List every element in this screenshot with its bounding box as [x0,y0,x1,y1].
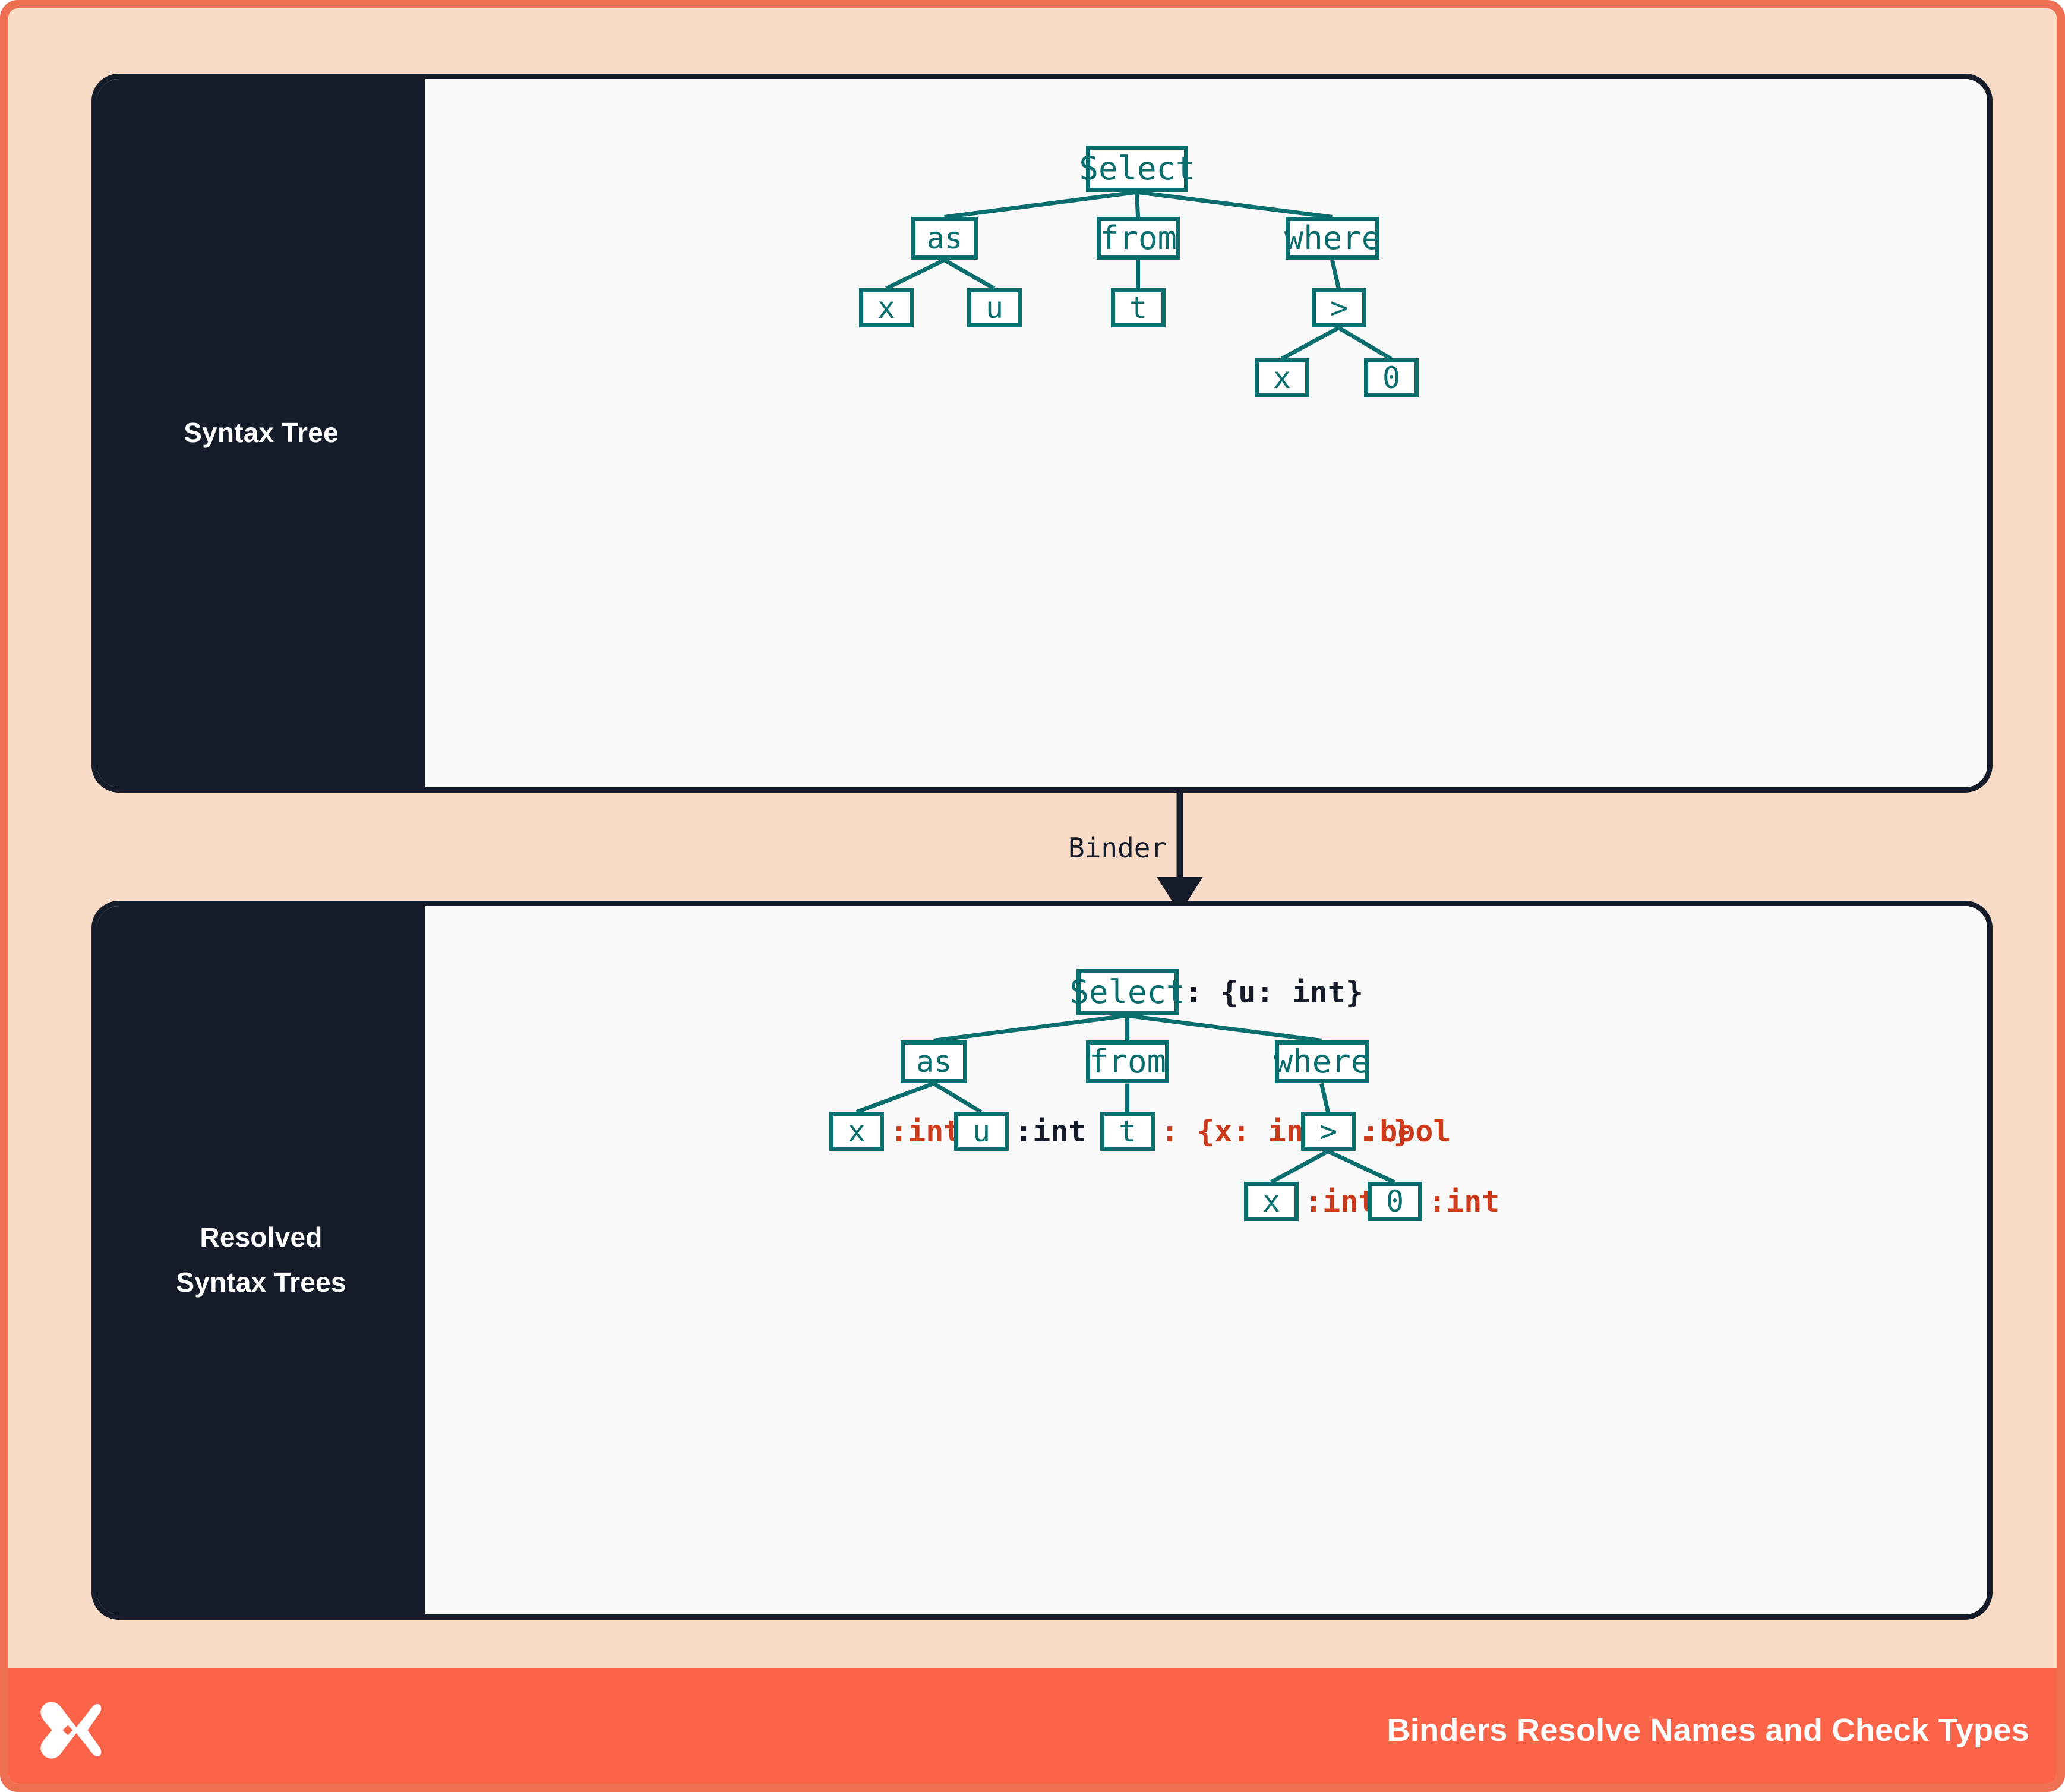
footer-bar: Binders Resolve Names and Check Types [8,1668,2057,1784]
tree-node-where[interactable]: where [1273,1040,1371,1083]
tree-edge [1127,1013,1322,1043]
tree-edge [1337,326,1393,361]
tree-edge [885,258,946,291]
tree-edge [933,1013,1128,1043]
tree-node-x1[interactable]: x [829,1112,884,1151]
tree-node-label: x [847,1114,866,1149]
tree-node-from[interactable]: from [1086,1040,1169,1083]
tree-edge [943,258,996,291]
panel-syntax-tree-title: Syntax Tree [184,417,339,449]
tree-node-select[interactable]: Select [1079,146,1195,192]
tree-edge [932,1081,983,1114]
tree-node-label: u [985,291,1004,325]
tree-node-t[interactable]: t [1111,288,1166,327]
tree-node-label: 0 [1385,1184,1404,1219]
tree-node-x2[interactable]: x [1244,1182,1299,1221]
tree-node-label: t [1129,291,1148,325]
type-annotation-t: : {x: int,...} [1161,1114,1412,1149]
tree-edge [1136,190,1333,219]
tree-node-label: u [972,1114,991,1149]
tree-node-label: from [1088,1043,1167,1080]
tree-node-as[interactable]: as [911,217,978,260]
tree-node-x2[interactable]: x [1255,358,1309,397]
tree-edge [1330,259,1341,289]
tree-edge [1270,1149,1330,1184]
tree-node-label: > [1330,291,1349,325]
tree-node-select[interactable]: Select [1069,969,1186,1015]
type-annotation-x1: :int [890,1114,962,1149]
tree-node-label: as [926,221,963,255]
tree-node-label: 0 [1382,361,1401,395]
panel-syntax-tree: Syntax Tree Select as from where x u t > x 0 [91,74,1993,793]
tree-node-label: as [915,1045,952,1079]
panel-resolved-syntax-trees-canvas: Select: {u: int} as from where x :int u :int t : … [425,906,1987,1614]
tree-node-label: from [1099,219,1177,257]
resolved-syntax-tree-edges [855,1013,1395,1184]
tree-node-label: x [877,291,896,325]
tree-node-where[interactable]: where [1284,217,1381,260]
tree-node-as[interactable]: as [901,1040,967,1083]
tree-edge [1280,326,1340,361]
tree-node-label: x [1262,1184,1281,1219]
tree-edge [944,190,1137,219]
type-annotation-x2: :int [1305,1184,1376,1219]
tree-node-from[interactable]: from [1097,217,1180,260]
tree-node-label: Select [1079,150,1195,187]
tree-node-label: t [1118,1114,1137,1149]
tree-edge [1327,1149,1395,1184]
tree-node-gt[interactable]: > [1312,288,1366,327]
tree-node-zero[interactable]: 0 [1368,1182,1422,1221]
type-annotation-gt: :bool [1362,1114,1451,1149]
tree-node-label: where [1273,1043,1371,1080]
binder-label: Binder [1068,832,1167,864]
tree-node-t[interactable]: t [1100,1112,1155,1151]
tree-node-u[interactable]: u [967,288,1022,327]
tree-node-gt[interactable]: > [1301,1112,1356,1151]
tree-node-label: Select [1069,973,1186,1011]
panel-syntax-tree-sidebar: Syntax Tree [97,79,425,787]
tree-node-u[interactable]: u [954,1112,1009,1151]
x-star-logo-icon [40,1702,102,1759]
panel-syntax-tree-canvas: Select as from where x u t > x 0 [425,79,1987,787]
tree-edge [1135,192,1141,217]
type-annotation-select: : {u: int} [1185,975,1364,1009]
type-annotation-zero: :int [1428,1184,1500,1219]
tree-edge [855,1081,934,1114]
syntax-tree-edges [885,190,1393,361]
binder-arrow-icon [1157,793,1203,913]
tree-node-label: > [1319,1114,1338,1149]
tree-node-label: x [1273,361,1292,395]
footer-caption: Binders Resolve Names and Check Types [1387,1712,2029,1748]
type-annotation-u: :int [1015,1114,1087,1149]
tree-edge [1319,1083,1330,1113]
tree-node-label: where [1284,219,1381,257]
binder-transition: Binder [8,793,2057,917]
tree-node-x1[interactable]: x [859,288,914,327]
tree-node-zero[interactable]: 0 [1364,358,1419,397]
